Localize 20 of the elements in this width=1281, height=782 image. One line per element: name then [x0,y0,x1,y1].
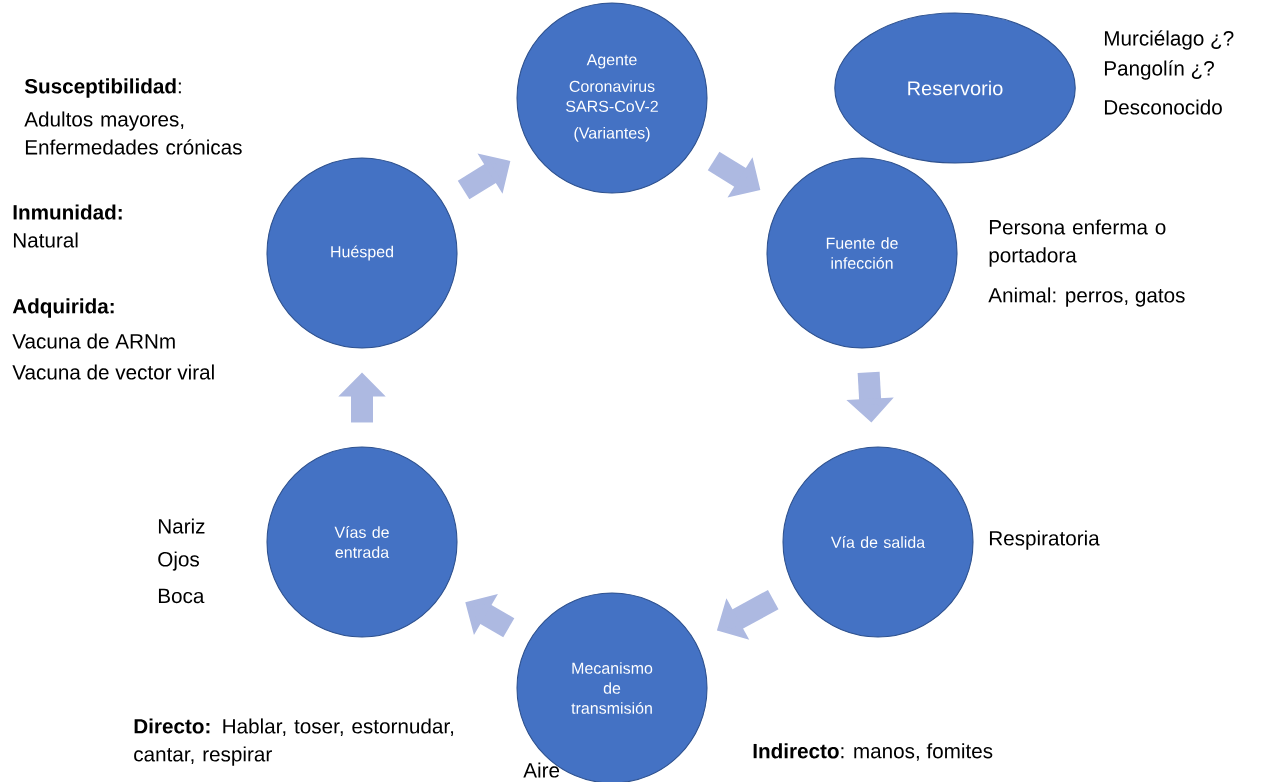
annotation-text: Aire [523,762,560,778]
ellipse-node: Reservorio [834,12,1076,164]
annotation-text: Boca [158,588,205,604]
annotation-text: Ojos [158,551,199,571]
annotation-text: Susceptibilidad: [24,78,181,98]
annotation-text: Indirecto: manos, fomites [753,743,993,761]
annotation-text: Directo: Hablar, toser, estornudar, cantar, respirar [134,718,454,766]
annotation-text: Vacuna de vector viral [12,364,214,380]
annotation-text: Desconocido [1104,99,1222,115]
annotation-text: Adquirida: [12,298,114,318]
annotation-text: Inmunidad: [13,204,122,220]
annotation-text: Respiratoria [989,530,1100,550]
annotation-text: Murciélago ¿? [1104,30,1234,50]
annotation-text: Vacuna de ARNm [12,333,175,349]
annotation-text: Pangolín ¿? [1104,60,1214,80]
annotation-text: Persona enferma o portadora [989,219,1166,267]
annotation-text: Animal: perros, gatos [988,287,1185,307]
annotation-text: Adultos mayores, Enfermedades crónicas [24,111,242,155]
annotation-text: Natural [13,232,78,248]
annotation-text: Nariz [158,518,205,534]
